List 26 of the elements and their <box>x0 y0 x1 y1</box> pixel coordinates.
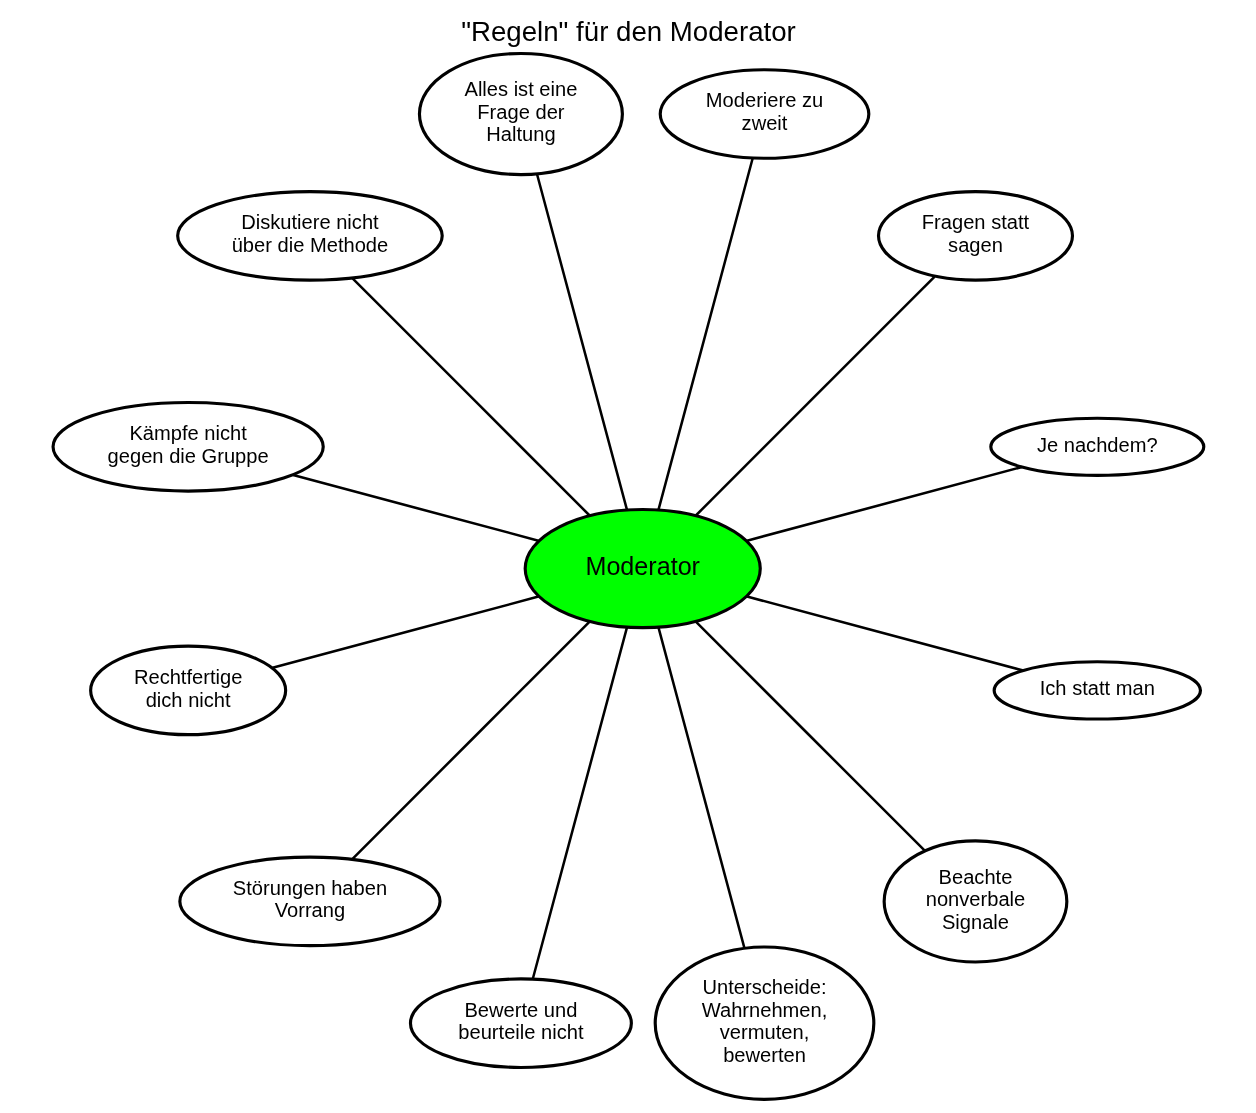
connector <box>535 173 628 510</box>
connector <box>694 620 926 852</box>
node-ellipse: Kämpfe nicht gegen die Gruppe <box>51 401 325 493</box>
connector <box>656 627 745 948</box>
node-ellipse: Alles ist eine Frage der Haltung <box>417 51 624 177</box>
node-ellipse: Beachte nonverbale Signale <box>882 839 1068 964</box>
connector <box>350 277 590 517</box>
node-ellipse: Rechtfertige dich nicht <box>88 644 287 737</box>
node-ellipse: Unterscheide: Wahrnehmen, vermuten, bewerten <box>653 945 875 1101</box>
connector <box>350 620 590 860</box>
connector <box>531 627 628 980</box>
connector <box>292 473 539 542</box>
node-ellipse: Diskutiere nicht über die Methode <box>175 190 444 282</box>
connector <box>694 275 936 517</box>
connector <box>746 595 1024 672</box>
diagram-title: "Regeln" für den Moderator <box>460 15 796 47</box>
node-ellipse: Störungen haben Vorrang <box>177 855 442 948</box>
node-ellipse: Je nachdem? <box>988 416 1205 477</box>
node-ellipse: Moderator <box>523 507 762 630</box>
connector <box>271 595 539 669</box>
connector <box>656 157 754 510</box>
connector <box>746 465 1022 542</box>
node-ellipse: Moderiere zu zweit <box>658 68 870 160</box>
node-ellipse: Fragen statt sagen <box>876 190 1074 282</box>
node-ellipse: Bewerte und beurteile nicht <box>408 977 633 1070</box>
node-ellipse: Ich statt man <box>992 660 1202 721</box>
